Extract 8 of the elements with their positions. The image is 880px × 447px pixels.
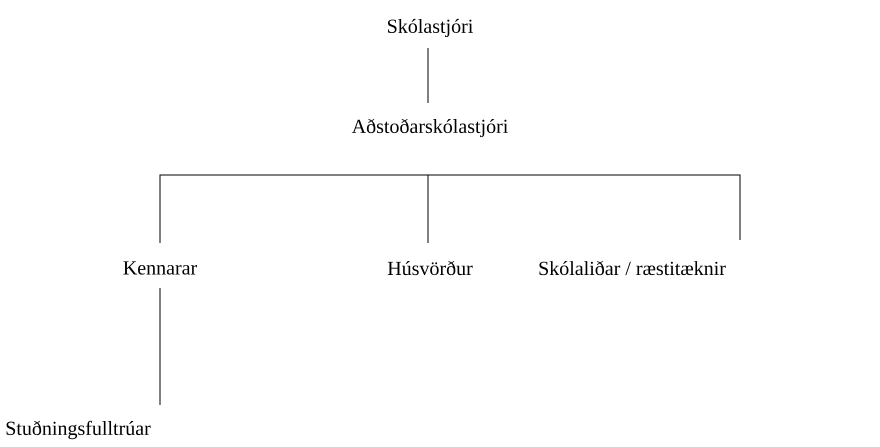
connector-line [160,174,428,244]
org-label: Skólaliðar / ræstitæknir [539,260,726,276]
org-label: Skólastjóri [388,18,473,38]
org-label: Húsvörður [388,260,473,276]
org-label: Aðstoðarskólastjóri [352,118,508,138]
connector-line [428,174,740,240]
org-label: Kennarar [123,261,198,275]
org-label: Stuðningsfulltrúar [6,420,151,440]
